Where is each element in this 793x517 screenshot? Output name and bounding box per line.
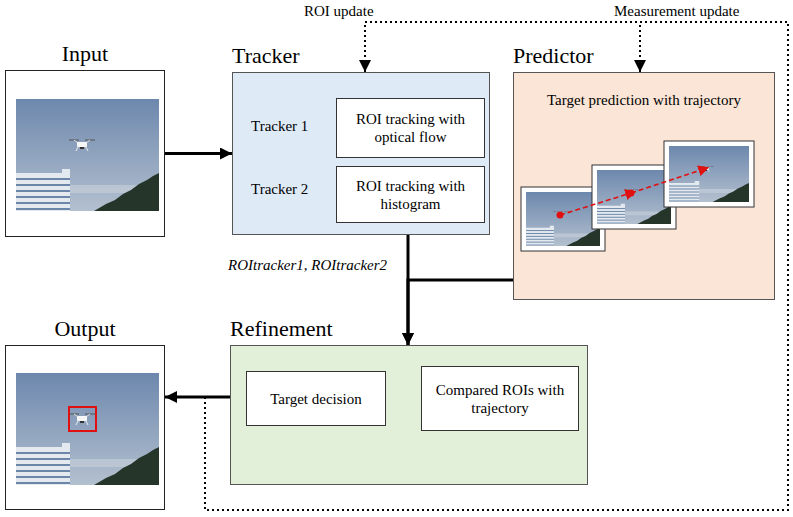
input-frame: Input <box>5 70 165 237</box>
section-heading: Output <box>6 316 164 341</box>
section-heading: Predictor <box>513 43 594 68</box>
row-label: Tracker 1 <box>251 117 308 135</box>
box-text: Target decision <box>264 386 368 412</box>
process-box: Target decision <box>246 371 386 426</box>
output-frame: Output <box>5 345 165 510</box>
section-heading: Input <box>6 41 164 66</box>
refinement-panel: RefinementTarget decisionCompared ROIs w… <box>230 345 588 485</box>
predictor-panel: PredictorTarget prediction with trajecto… <box>513 72 775 300</box>
panel-text: Target prediction with trajectory <box>514 91 774 109</box>
edge-label: ROI update <box>302 2 376 20</box>
box-text: ROI tracking with optical flow <box>337 106 484 150</box>
section-heading: Tracker <box>232 43 300 68</box>
signal-label: ROItracker1, ROItracker2 <box>226 256 389 274</box>
feedback-connector <box>205 22 788 510</box>
section-heading: Refinement <box>230 316 333 341</box>
process-box: ROI tracking with histogram <box>336 166 485 223</box>
box-text: Compared ROIs with trajectory <box>422 377 578 421</box>
process-box: ROI tracking with optical flow <box>336 98 485 158</box>
feedback-connector <box>205 22 788 510</box>
process-box: Compared ROIs with trajectory <box>421 366 579 431</box>
box-text: ROI tracking with histogram <box>337 173 484 217</box>
edge-label: Measurement update <box>612 2 741 20</box>
flow-arrow <box>165 152 232 155</box>
row-label: Tracker 2 <box>251 180 308 198</box>
output-photo <box>16 373 159 485</box>
flow-arrow <box>165 396 230 399</box>
tracker-panel: TrackerTracker 1Tracker 2ROI tracking wi… <box>232 72 490 235</box>
input-photo <box>16 99 159 211</box>
